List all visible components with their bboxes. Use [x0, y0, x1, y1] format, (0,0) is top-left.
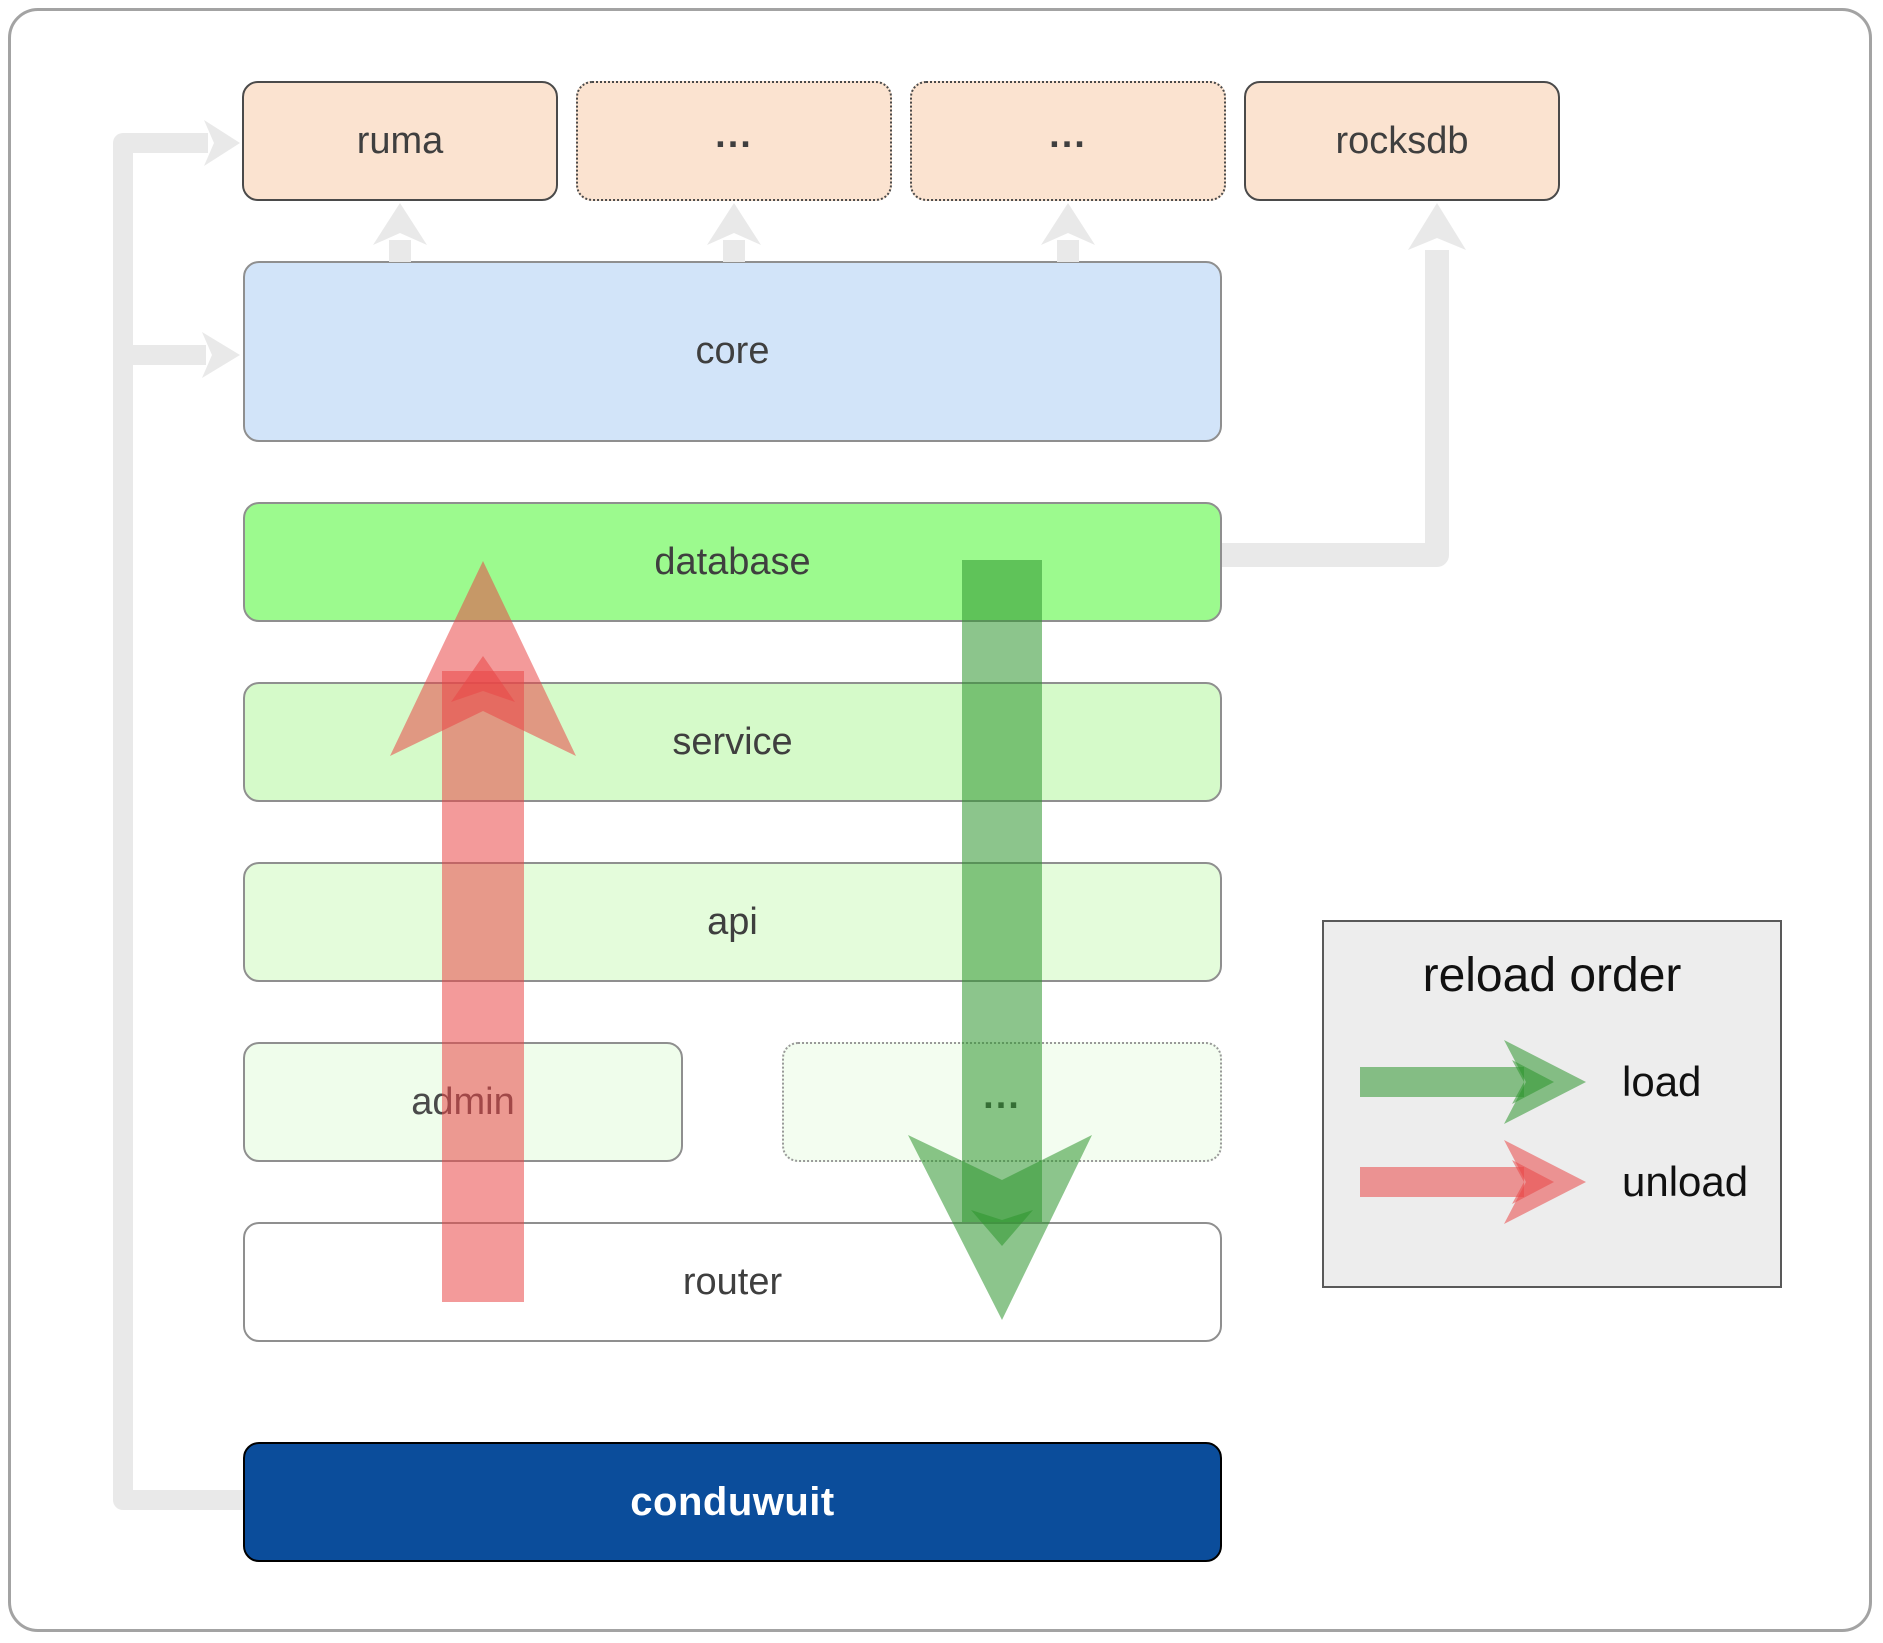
legend-unload-label: unload — [1622, 1158, 1749, 1205]
box-conduwuit-label: conduwuit — [630, 1479, 835, 1524]
legend-title: reload order — [1422, 949, 1682, 1002]
box-conduwuit: conduwuit — [243, 1442, 1222, 1562]
box-dependency-ellipsis-2: ... — [910, 81, 1226, 201]
box-api-label: api — [707, 900, 758, 943]
box-admin-label: admin — [411, 1080, 515, 1123]
box-dependency-ellipsis-1-label: ... — [715, 113, 753, 156]
box-dependency-ellipsis-1: ... — [576, 81, 892, 201]
legend-load-label: load — [1622, 1058, 1702, 1105]
box-database-label: database — [654, 540, 811, 583]
box-admin: admin — [243, 1042, 683, 1162]
box-service: service — [243, 682, 1222, 802]
legend-row-unload: unload — [1354, 1140, 1754, 1224]
box-ruma-label: ruma — [356, 119, 444, 162]
box-ruma: ruma — [242, 81, 558, 201]
box-core: core — [243, 261, 1222, 442]
box-service-ellipsis-label: ... — [983, 1074, 1021, 1117]
box-database: database — [243, 502, 1222, 622]
legend: reload order load unload — [1322, 920, 1782, 1288]
box-dependency-ellipsis-2-label: ... — [1049, 113, 1087, 156]
outer-frame — [8, 8, 1872, 1632]
legend-row-load: load — [1354, 1040, 1754, 1124]
box-service-label: service — [672, 720, 793, 763]
load-arrow-icon — [1360, 1040, 1586, 1124]
box-api: api — [243, 862, 1222, 982]
box-router-label: router — [682, 1260, 783, 1303]
box-rocksdb: rocksdb — [1244, 81, 1560, 201]
unload-arrow-icon — [1360, 1140, 1586, 1224]
box-rocksdb-label: rocksdb — [1335, 119, 1469, 162]
box-core-label: core — [695, 330, 770, 372]
box-service-ellipsis: ... — [782, 1042, 1222, 1162]
box-router: router — [243, 1222, 1222, 1342]
